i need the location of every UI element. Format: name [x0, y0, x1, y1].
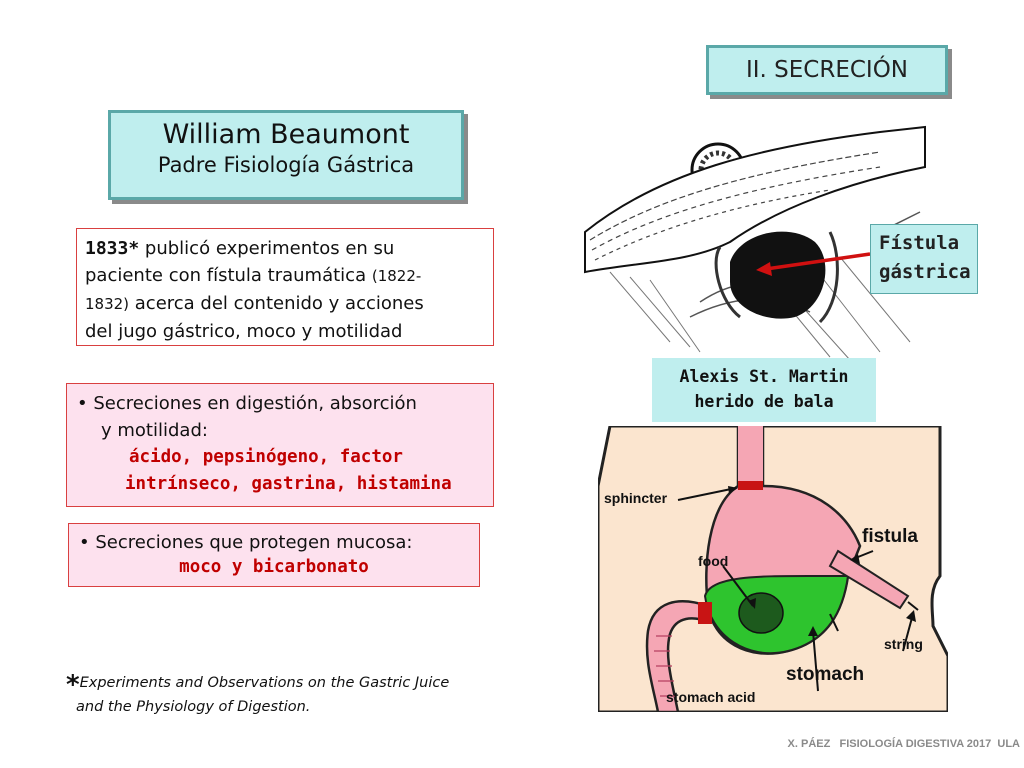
- section-tag-label: II. SECRECIÓN: [745, 57, 909, 83]
- patient-caption: Alexis St. Martin herido de bala: [652, 358, 876, 422]
- digestive-red-2: intrínseco, gastrina, histamina: [125, 474, 452, 494]
- history-box: 1833* publicó experimentos en su pacient…: [76, 228, 494, 346]
- title-box: William Beaumont Padre Fisiología Gástri…: [108, 110, 464, 200]
- protective-secretions-box: • Secreciones que protegen mucosa: moco …: [68, 523, 480, 587]
- digestive-text-2: y motilidad:: [101, 420, 208, 441]
- stomach-diagram: [598, 426, 948, 712]
- title-subtitle: Padre Fisiología Gástrica: [157, 153, 415, 177]
- title-name: William Beaumont: [162, 119, 410, 150]
- history-years-b: 1832): [85, 295, 130, 313]
- fistula-label-1: Fístula: [879, 232, 960, 254]
- footnote-star: *: [66, 670, 80, 700]
- label-fistula: fistula: [862, 526, 918, 547]
- bullet: •: [79, 532, 90, 553]
- history-years-a: (1822-: [371, 267, 422, 285]
- digestive-red-1: ácido, pepsinógeno, factor: [129, 447, 403, 467]
- footnote-text-1: Experiments and Observations on the Gast…: [79, 675, 450, 691]
- protective-line-1: • Secreciones que protegen mucosa:: [79, 530, 469, 555]
- footnote-text-2: and the Physiology of Digestion.: [76, 699, 311, 715]
- label-sphincter: sphincter: [604, 490, 668, 506]
- fistula-label-2: gástrica: [879, 261, 971, 283]
- history-line-1: 1833* publicó experimentos en su: [85, 235, 485, 262]
- pointer-arrow: [756, 252, 871, 276]
- food-blob: [738, 592, 784, 634]
- history-text-3: acerca del contenido y acciones: [134, 293, 424, 314]
- history-line-2: paciente con fístula traumática (1822-: [85, 262, 485, 290]
- label-food: food: [698, 553, 729, 569]
- fistula-label: Fístula gástrica: [870, 224, 978, 294]
- protective-red-1: moco y bicarbonato: [179, 557, 369, 577]
- history-text-1: publicó experimentos en su: [144, 238, 395, 259]
- section-tag: II. SECRECIÓN: [706, 45, 948, 95]
- patient-caption-1: Alexis St. Martin: [679, 367, 849, 386]
- patient-caption-2: herido de bala: [694, 392, 834, 411]
- label-stomach-acid: stomach acid: [666, 689, 756, 705]
- digestive-secretions-box: • Secreciones en digestión, absorción y …: [66, 383, 494, 507]
- digestive-text-1: Secreciones en digestión, absorción: [93, 393, 417, 414]
- history-text-4: del jugo gástrico, moco y motilidad: [85, 321, 403, 342]
- label-stomach: stomach: [786, 664, 865, 685]
- footnote: *Experiments and Observations on the Gas…: [66, 672, 526, 718]
- history-line-3: 1832) acerca del contenido y acciones: [85, 290, 485, 318]
- protective-text-1: Secreciones que protegen mucosa:: [95, 532, 413, 553]
- label-arrows: [677, 487, 914, 692]
- history-year: 1833*: [85, 238, 140, 259]
- label-arrowheads: [728, 486, 916, 636]
- bullet: •: [77, 393, 88, 414]
- footer: X. PÁEZ FISIOLOGÍA DIGESTIVA 2017 ULA: [787, 738, 1020, 750]
- footnote-line-1: *Experiments and Observations on the Gas…: [66, 672, 526, 698]
- history-text-2: paciente con fístula traumática: [85, 265, 367, 286]
- digestive-line-1: • Secreciones en digestión, absorción: [77, 390, 483, 417]
- label-string: string: [884, 636, 923, 652]
- fistula-opening: [730, 231, 826, 319]
